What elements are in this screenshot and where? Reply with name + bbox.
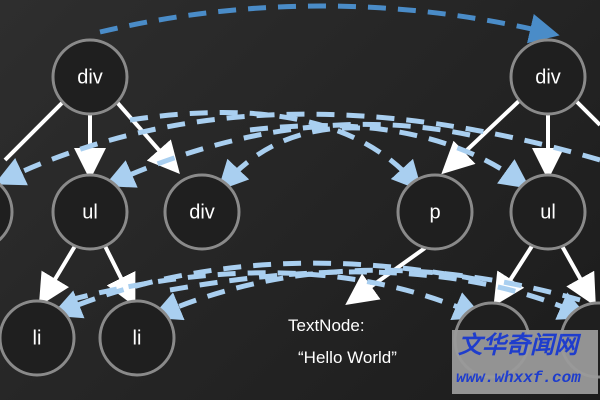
left-li-node: li <box>98 299 176 377</box>
watermark-title: 文华奇闻网 <box>458 332 578 359</box>
node-label: p <box>429 201 440 223</box>
right-p-node: p <box>396 173 474 251</box>
node-label: div <box>535 66 561 88</box>
diff-arcs <box>0 3 600 321</box>
left-li-node: li <box>0 299 76 377</box>
node-label: li <box>33 327 42 349</box>
watermark: 文华奇闻网 www.whxxf.com <box>452 330 598 394</box>
left-child-partial-node <box>0 182 14 242</box>
node-label: div <box>77 66 103 88</box>
node-label: ul <box>540 201 556 223</box>
left-div-node: div <box>163 173 241 251</box>
left-ul-node: ul <box>51 173 129 251</box>
node-label: ul <box>82 201 98 223</box>
left-root-node: div <box>51 38 129 116</box>
right-root-node: div <box>509 38 587 116</box>
node-label: div <box>189 201 215 223</box>
text-node-value: “Hello World” <box>298 348 397 367</box>
text-node-label: TextNode: <box>288 316 365 335</box>
watermark-url: www.whxxf.com <box>456 369 581 387</box>
node-label: li <box>133 327 142 349</box>
right-ul-node: ul <box>509 173 587 251</box>
